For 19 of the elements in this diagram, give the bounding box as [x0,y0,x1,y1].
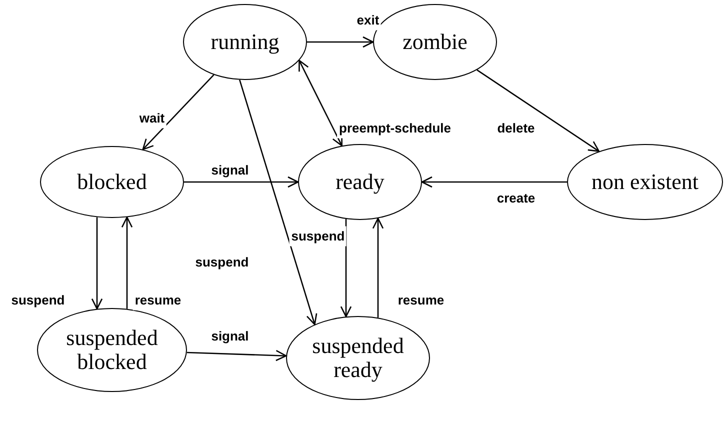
arrow [421,176,567,188]
arrow [476,69,600,152]
arrow [239,80,318,326]
state-label: running [210,30,280,54]
arrow [298,60,342,146]
arrow [186,350,287,362]
arrow [91,217,103,310]
state-label: suspended blocked [65,326,159,374]
state-label: blocked [76,170,148,194]
arrow [307,36,374,48]
edge-label: suspend [289,226,347,246]
arrow [184,176,299,188]
state-label: non existent [590,170,700,194]
state-label: zombie [402,30,468,54]
arrow [142,74,214,150]
state-label: ready [334,170,386,194]
state-label: suspended ready [311,334,405,382]
arrow [372,218,384,318]
arrow [121,216,133,309]
